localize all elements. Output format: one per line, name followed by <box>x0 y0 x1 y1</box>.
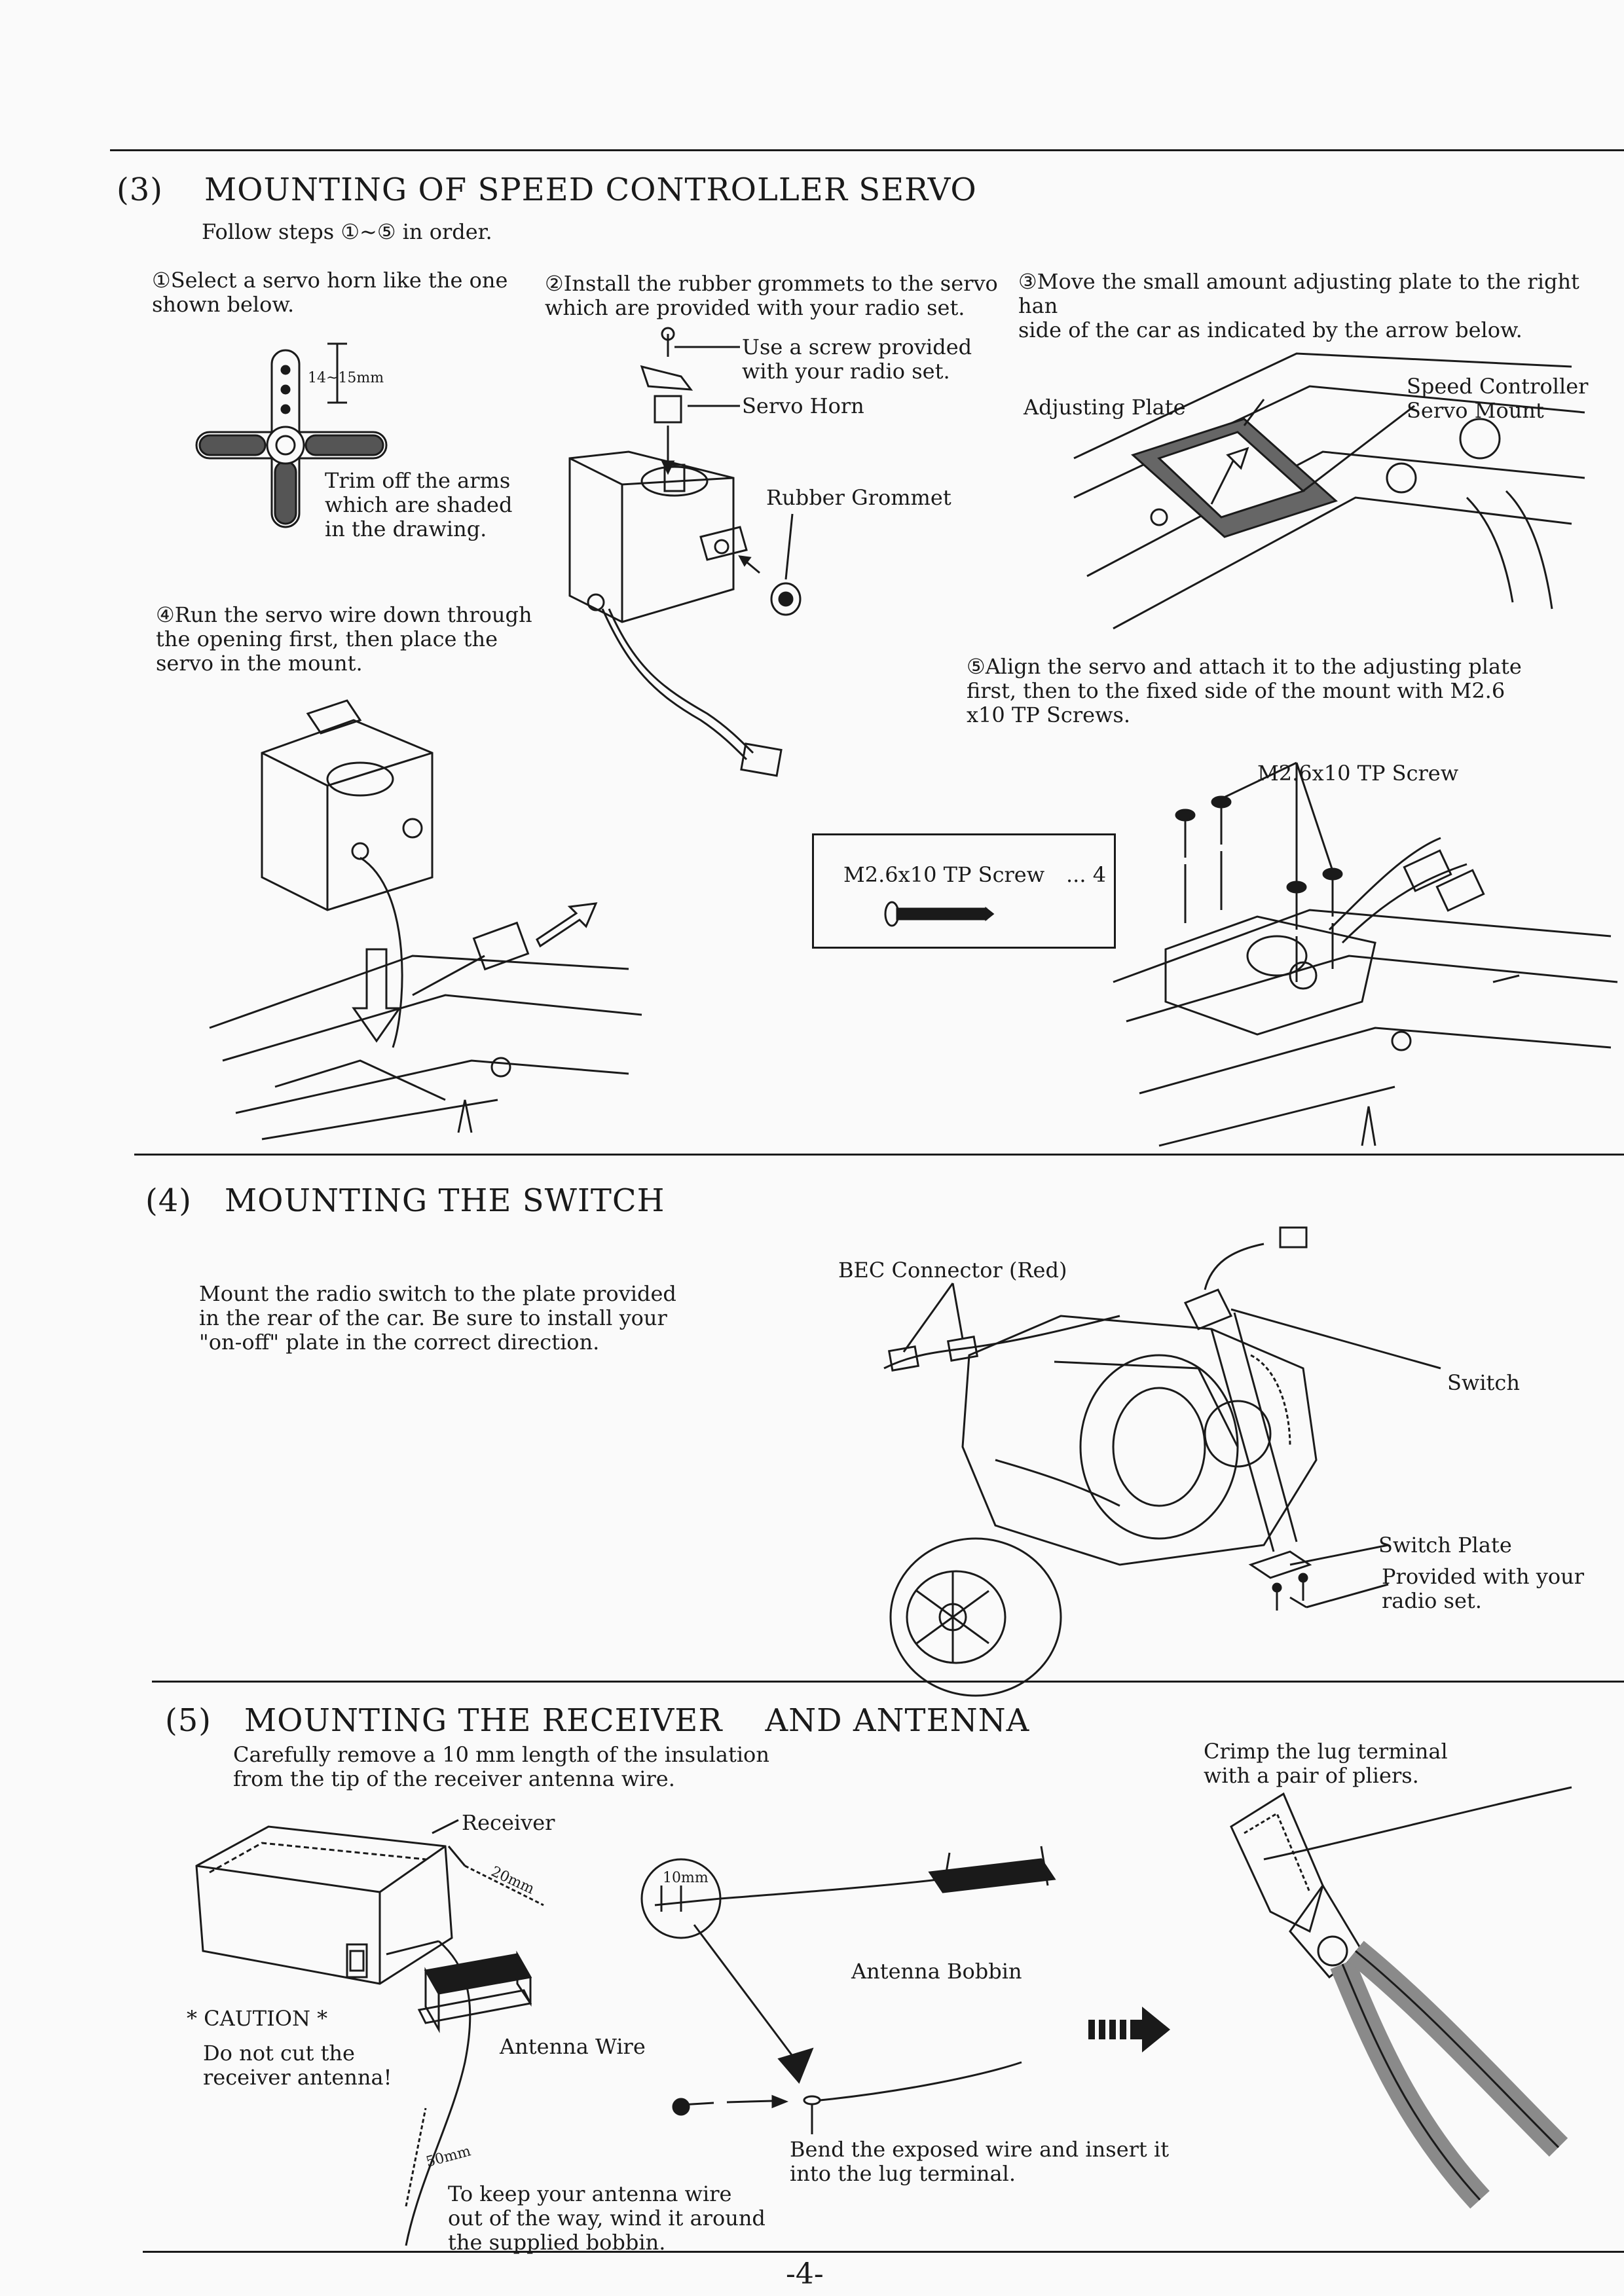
top-rule <box>110 149 1624 151</box>
section4-rule <box>134 1154 1624 1156</box>
step1-text: ①Select a servo horn like the one shown … <box>152 268 508 317</box>
antenna-strip-drawing <box>642 1859 1100 2160</box>
antenna-wire-label: Antenna Wire <box>500 2034 646 2059</box>
screw-note: Use a screw provided with your radio set… <box>742 335 972 384</box>
step2-text: ②Install the rubber grommets to the serv… <box>545 271 998 320</box>
page-number: -4- <box>786 2257 824 2291</box>
section3-title: MOUNTING OF SPEED CONTROLLER SERVO <box>204 172 977 208</box>
servo-screw-drawing <box>1100 786 1624 1152</box>
section3-number: (3) <box>117 172 163 208</box>
adjusting-plate-drawing <box>1048 327 1598 655</box>
bend-note: Bend the exposed wire and insert it into… <box>790 2137 1170 2186</box>
adjusting-plate-label: Adjusting Plate <box>1024 395 1186 420</box>
rubber-grommet-label: Rubber Grommet <box>766 485 951 510</box>
section3-subtitle: Follow steps ①~⑤ in order. <box>202 219 492 244</box>
horn-dimension: 14~15mm <box>308 370 384 386</box>
servo-horn-drawing <box>193 331 390 553</box>
parts-qty: ... 4 <box>1066 862 1107 887</box>
dim-10mm: 10mm <box>663 1870 709 1886</box>
next-step-arrow-icon <box>1088 2007 1170 2052</box>
caution-body: Do not cut the receiver antenna! <box>203 2041 392 2090</box>
step3-text: ③Move the small amount adjusting plate t… <box>1018 270 1579 342</box>
bec-connector-label: BEC Connector (Red) <box>838 1258 1067 1283</box>
switch-mount-drawing <box>845 1198 1447 1676</box>
receiver-drawing <box>190 1813 557 2252</box>
parts-box: M2.6x10 TP Screw ... 4 <box>812 833 1116 949</box>
step4-text: ④Run the servo wire down through the ope… <box>156 602 532 676</box>
crimp-note: Crimp the lug terminal with a pair of pl… <box>1204 1739 1448 1788</box>
section5-intro: Carefully remove a 10 mm length of the i… <box>233 1742 769 1791</box>
servo-grommet-drawing <box>550 327 877 799</box>
section4-title: MOUNTING THE SWITCH <box>225 1182 665 1219</box>
pliers-drawing <box>1192 1781 1611 2252</box>
tp-screw-icon <box>883 901 994 927</box>
antenna-bobbin-label: Antenna Bobbin <box>851 1959 1022 1984</box>
caution-heading: * CAUTION * <box>187 2006 328 2031</box>
bottom-rule <box>143 2251 1624 2253</box>
switch-plate-label: Switch Plate <box>1378 1533 1512 1558</box>
switch-provided-label: Provided with your radio set. <box>1382 1564 1584 1613</box>
section5-rule <box>152 1681 1624 1683</box>
trim-note: Trim off the arms which are shaded in th… <box>325 468 513 541</box>
tp-screw-callout: M2.6x10 TP Screw <box>1257 761 1459 786</box>
section5-title: MOUNTING THE RECEIVER AND ANTENNA <box>244 1702 1030 1739</box>
keep-note: To keep your antenna wire out of the way… <box>448 2181 766 2255</box>
step5-text: ⑤Align the servo and attach it to the ad… <box>967 654 1522 727</box>
section5-number: (5) <box>165 1702 212 1739</box>
parts-name: M2.6x10 TP Screw <box>843 862 1045 887</box>
servo-mount-drawing <box>196 694 642 1139</box>
switch-label: Switch <box>1447 1370 1520 1395</box>
receiver-label: Receiver <box>462 1810 555 1835</box>
section4-instructions: Mount the radio switch to the plate prov… <box>199 1281 676 1355</box>
servo-horn-label: Servo Horn <box>742 393 864 418</box>
speed-controller-mount-label: Speed Controller Servo Mount <box>1407 374 1589 423</box>
section4-number: (4) <box>145 1182 192 1219</box>
